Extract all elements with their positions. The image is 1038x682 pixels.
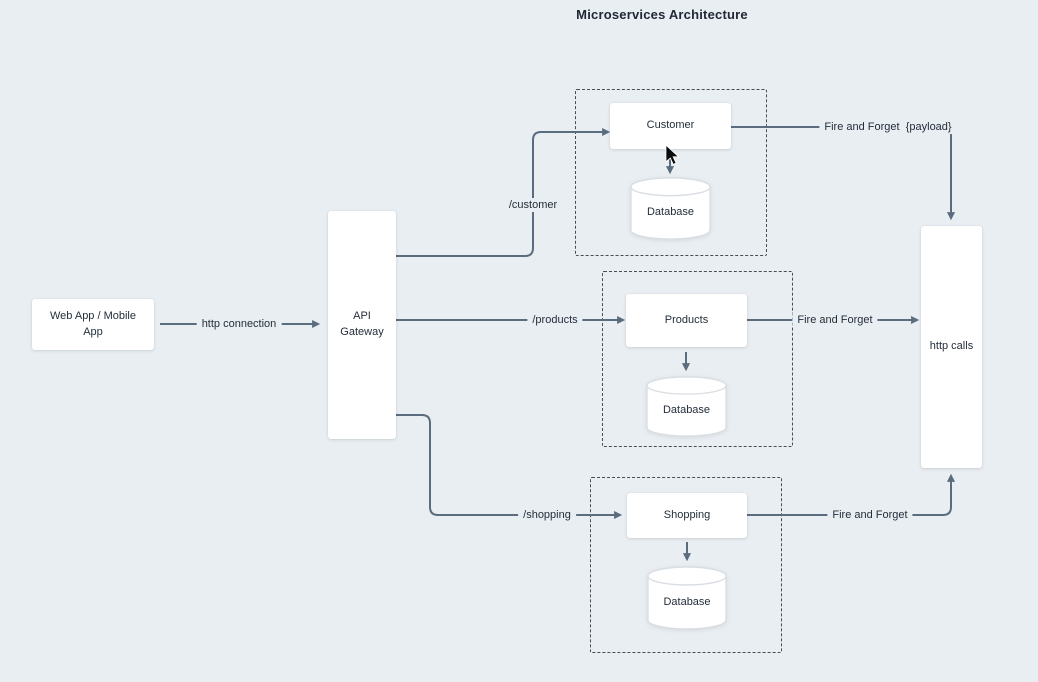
node-http-calls-label: http calls [929,340,974,353]
node-products-service-label: Products [664,313,709,326]
edge-label-customer-route: /customer [503,198,563,212]
edge-shopping-route [396,414,623,520]
node-web-app-label: Web App / Mobile App [49,309,136,338]
shopping-service-group-frame [590,477,782,653]
database-cylinder-icon [630,177,711,240]
edge-label-products-route: /products [527,313,583,327]
node-customer-service[interactable]: Customer [610,103,731,149]
customer-service-group-frame [575,89,767,256]
database-cylinder-icon [646,376,727,437]
node-shopping-database-label: Database [663,595,711,608]
node-shopping-service[interactable]: Shopping [627,493,747,538]
edge-label-customer-fire-forget: Fire and Forget {payload} [819,120,957,134]
edge-customer-route [396,127,611,257]
mouse-cursor-icon [665,143,680,166]
edge-label-shopping-route: /shopping [518,508,576,522]
node-shopping-service-label: Shopping [663,508,711,521]
edge-label-products-fire-forget: Fire and Forget [792,313,878,327]
edge-customer-fire-forget [731,126,956,221]
node-products-service[interactable]: Products [626,294,747,347]
node-products-database-label: Database [662,404,711,417]
diagram-title: Microservices Architecture [576,7,748,22]
node-api-gateway-label: API Gateway [340,310,384,338]
node-customer-database-label: Database [646,206,695,219]
node-api-gateway[interactable]: API Gateway [328,211,396,439]
edge-label-http-connection: http connection [196,317,282,331]
node-products-database[interactable]: Database [646,376,727,437]
edge-label-shopping-fire-forget: Fire and Forget [827,508,913,522]
node-http-calls[interactable]: http calls [921,226,982,468]
node-customer-service-label: Customer [646,119,695,132]
node-web-app[interactable]: Web App / Mobile App [32,299,154,350]
edge-shopping-fire-forget [747,473,956,516]
products-service-group-frame [602,271,793,447]
database-cylinder-icon [647,566,727,630]
node-shopping-database[interactable]: Database [647,566,727,630]
node-customer-database[interactable]: Database [630,177,711,240]
